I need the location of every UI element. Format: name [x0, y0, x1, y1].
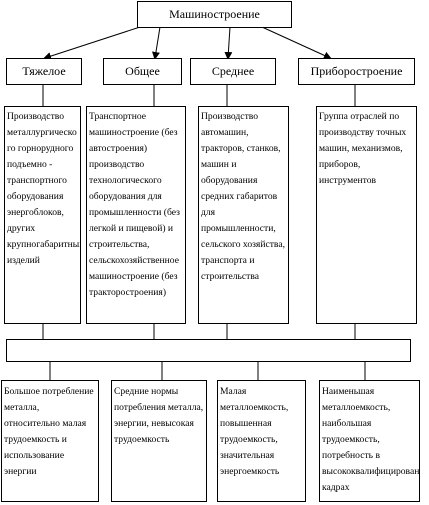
category-heavy-label: Тяжелое [22, 64, 66, 78]
arrow-to-medium [224, 26, 233, 60]
arrow-to-instrument [261, 26, 332, 60]
category-general-label: Общее [125, 64, 160, 78]
description-general: Транспортное машиностроение (без автостр… [86, 106, 186, 324]
category-medium-label: Среднее [211, 64, 255, 78]
trait-general-text: Средние нормы потребления металла, энерг… [114, 386, 204, 445]
root-node: Машиностроение [137, 1, 292, 28]
trait-instrument-text: Наименьшая металлоемкость, наибольшая тр… [322, 386, 420, 493]
trait-general: Средние нормы потребления металла, энерг… [111, 380, 207, 502]
arrow-to-general [152, 26, 161, 60]
description-instrument: Группа отраслей по производству точных м… [316, 106, 417, 324]
arrow-to-heavy [43, 26, 141, 60]
category-general: Общее [103, 58, 182, 85]
trait-heavy-text: Большое потребление металла, относительн… [4, 386, 94, 477]
category-instrument-label: Приборостроение [310, 64, 403, 78]
connector-bar [6, 339, 411, 362]
root-label: Машиностроение [169, 7, 260, 21]
trait-heavy: Большое потребление металла, относительн… [1, 380, 99, 502]
description-heavy-text: Производство металлургическо го горноруд… [7, 111, 81, 266]
trait-medium: Малая металлоемкость, повышенная трудоем… [217, 380, 306, 502]
trait-instrument: Наименьшая металлоемкость, наибольшая тр… [319, 380, 420, 502]
description-general-text: Транспортное машиностроение (без автостр… [89, 111, 180, 298]
trait-medium-text: Малая металлоемкость, повышенная трудоем… [220, 386, 289, 477]
category-heavy: Тяжелое [6, 58, 82, 85]
category-instrument: Приборостроение [298, 58, 415, 85]
description-instrument-text: Группа отраслей по производству точных м… [319, 111, 407, 186]
description-heavy: Производство металлургическо го горноруд… [4, 106, 81, 324]
description-medium-text: Производство автомашин, тракторов, станк… [201, 111, 285, 282]
description-medium: Производство автомашин, тракторов, станк… [198, 106, 289, 324]
category-medium: Среднее [190, 58, 276, 85]
